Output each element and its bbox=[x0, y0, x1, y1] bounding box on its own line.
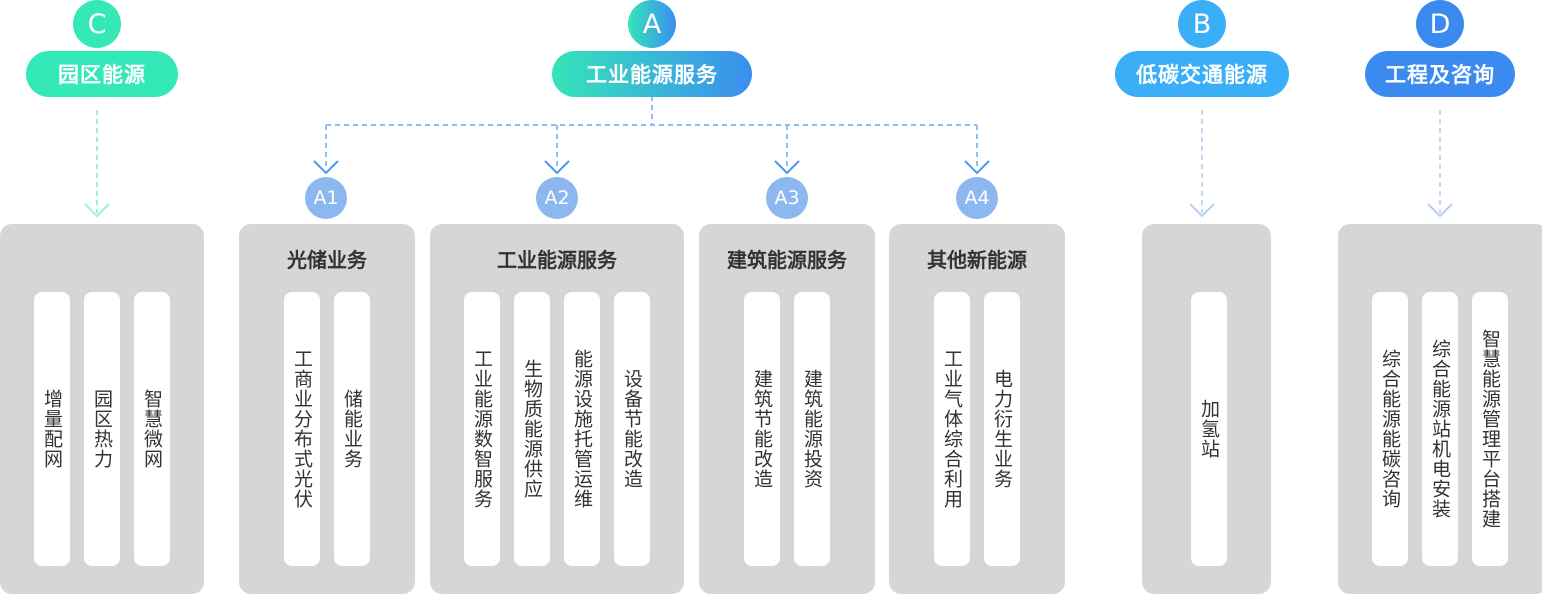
item-card[interactable]: 储能业务 bbox=[334, 292, 370, 566]
subcategory-a4-label: A4 bbox=[964, 187, 990, 209]
category-b-letter: B bbox=[1192, 8, 1212, 40]
item-label: 园区热力 bbox=[91, 389, 113, 469]
item-label: 储能业务 bbox=[341, 389, 363, 469]
panel-pv-storage: 光储业务 工商业分布式光伏 储能业务 bbox=[239, 224, 415, 594]
category-c-title: 园区能源 bbox=[58, 63, 146, 87]
item-card[interactable]: 智慧微网 bbox=[134, 292, 170, 566]
arrow-b-icon bbox=[1189, 203, 1215, 218]
item-label: 加氢站 bbox=[1198, 399, 1220, 459]
item-label: 工业气体综合利用 bbox=[941, 349, 963, 509]
category-b-badge: B bbox=[1178, 0, 1226, 48]
panel-title: 光储业务 bbox=[287, 248, 367, 272]
category-b-pill[interactable]: 低碳交通能源 bbox=[1115, 51, 1289, 97]
subcategory-a1-badge: A1 bbox=[305, 177, 347, 219]
subcategory-a3-badge: A3 bbox=[766, 177, 808, 219]
subcategory-a2-badge: A2 bbox=[536, 177, 578, 219]
item-label: 生物质能源供应 bbox=[521, 359, 543, 499]
item-card[interactable]: 智慧能源管理平台搭建 bbox=[1472, 292, 1508, 566]
item-card[interactable]: 工业气体综合利用 bbox=[934, 292, 970, 566]
arrow-a4-icon bbox=[964, 160, 990, 175]
item-card[interactable]: 增量配网 bbox=[34, 292, 70, 566]
item-card[interactable]: 加氢站 bbox=[1191, 292, 1227, 566]
panel-title: 其他新能源 bbox=[927, 248, 1027, 272]
panel-park-energy: 增量配网 园区热力 智慧微网 bbox=[0, 224, 204, 594]
item-label: 建筑节能改造 bbox=[751, 369, 773, 489]
category-b-title: 低碳交通能源 bbox=[1136, 63, 1268, 87]
subcategory-a1-label: A1 bbox=[313, 187, 339, 209]
panel-building-energy: 建筑能源服务 建筑节能改造 建筑能源投资 bbox=[699, 224, 875, 594]
panel-low-carbon-transport: 加氢站 bbox=[1142, 224, 1271, 594]
item-label: 电力衍生业务 bbox=[991, 369, 1013, 489]
category-a-letter: A bbox=[642, 8, 662, 40]
item-card[interactable]: 综合能源能碳咨询 bbox=[1372, 292, 1408, 566]
category-a-badge: A bbox=[628, 0, 676, 48]
category-a-title: 工业能源服务 bbox=[586, 63, 718, 87]
category-d-pill[interactable]: 工程及咨询 bbox=[1365, 51, 1515, 97]
item-label: 设备节能改造 bbox=[621, 369, 643, 489]
item-label: 智慧能源管理平台搭建 bbox=[1479, 329, 1501, 529]
category-c-letter: C bbox=[87, 8, 107, 40]
arrow-a3-icon bbox=[774, 160, 800, 175]
item-card[interactable]: 工商业分布式光伏 bbox=[284, 292, 320, 566]
item-label: 工商业分布式光伏 bbox=[291, 349, 313, 509]
item-card[interactable]: 电力衍生业务 bbox=[984, 292, 1020, 566]
item-label: 综合能源站机电安装 bbox=[1429, 339, 1451, 519]
item-label: 建筑能源投资 bbox=[801, 369, 823, 489]
category-c-pill[interactable]: 园区能源 bbox=[26, 51, 178, 97]
arrow-c-icon bbox=[84, 203, 110, 218]
category-d-title: 工程及咨询 bbox=[1385, 63, 1495, 87]
item-label: 智慧微网 bbox=[141, 389, 163, 469]
arrow-a1-icon bbox=[313, 160, 339, 175]
panel-industrial-energy: 工业能源服务 工业能源数智服务 生物质能源供应 能源设施托管运维 设备节能改造 bbox=[430, 224, 684, 594]
subcategory-a4-badge: A4 bbox=[956, 177, 998, 219]
panel-title: 工业能源服务 bbox=[497, 248, 617, 272]
item-card[interactable]: 能源设施托管运维 bbox=[564, 292, 600, 566]
panel-engineering-consulting: 综合能源能碳咨询 综合能源站机电安装 智慧能源管理平台搭建 bbox=[1338, 224, 1542, 594]
arrow-a2-icon bbox=[544, 160, 570, 175]
subcategory-a2-label: A2 bbox=[544, 187, 570, 209]
arrow-d-icon bbox=[1427, 203, 1453, 218]
category-d-letter: D bbox=[1429, 8, 1451, 40]
category-a-pill[interactable]: 工业能源服务 bbox=[552, 51, 752, 97]
item-card[interactable]: 建筑节能改造 bbox=[744, 292, 780, 566]
category-c-badge: C bbox=[73, 0, 121, 48]
item-card[interactable]: 设备节能改造 bbox=[614, 292, 650, 566]
item-card[interactable]: 建筑能源投资 bbox=[794, 292, 830, 566]
item-card[interactable]: 工业能源数智服务 bbox=[464, 292, 500, 566]
item-card[interactable]: 综合能源站机电安装 bbox=[1422, 292, 1458, 566]
item-card[interactable]: 园区热力 bbox=[84, 292, 120, 566]
item-label: 综合能源能碳咨询 bbox=[1379, 349, 1401, 509]
item-label: 工业能源数智服务 bbox=[471, 349, 493, 509]
item-label: 增量配网 bbox=[41, 389, 63, 469]
panel-title: 建筑能源服务 bbox=[727, 248, 847, 272]
item-label: 能源设施托管运维 bbox=[571, 349, 593, 509]
subcategory-a3-label: A3 bbox=[774, 187, 800, 209]
panel-other-new-energy: 其他新能源 工业气体综合利用 电力衍生业务 bbox=[889, 224, 1065, 594]
category-d-badge: D bbox=[1416, 0, 1464, 48]
item-card[interactable]: 生物质能源供应 bbox=[514, 292, 550, 566]
